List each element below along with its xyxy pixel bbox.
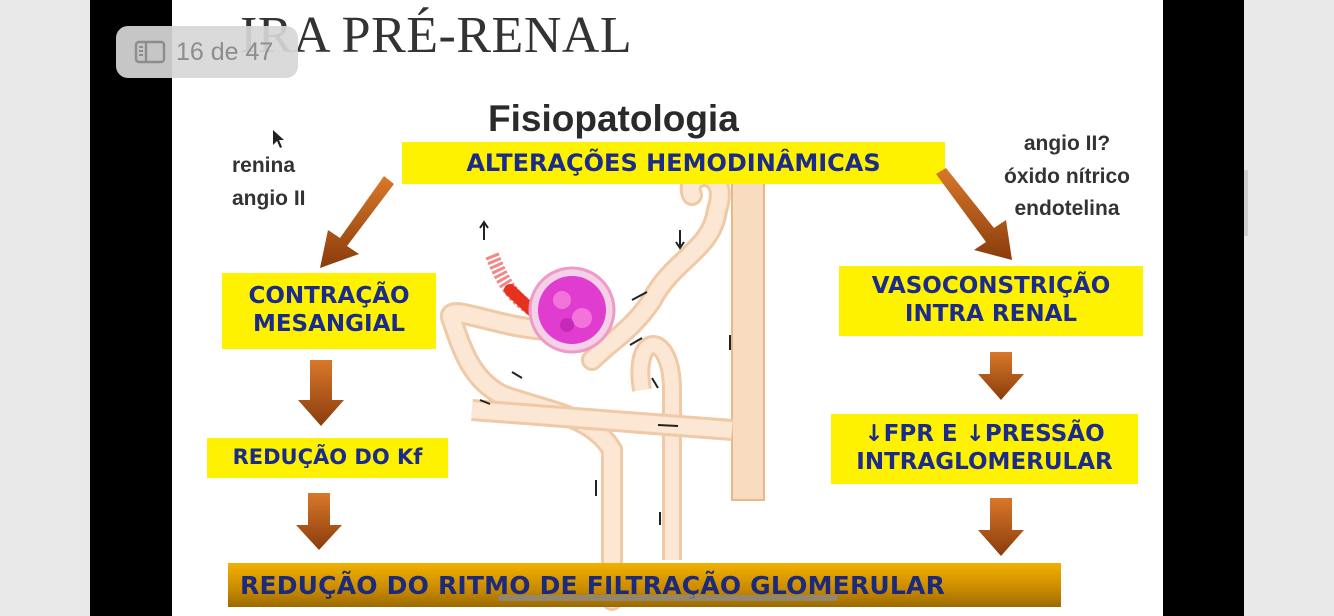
- slide-page: IRA PRÉ-RENAL: [172, 0, 1163, 616]
- slide-title: IRA PRÉ-RENAL: [240, 7, 633, 64]
- arrow-down-right-1: [978, 352, 1024, 400]
- arrow-down-right-2: [978, 498, 1024, 556]
- intrarenal-vasoconstriction-box: VASOCONSTRIÇÃO INTRA RENAL: [839, 266, 1143, 336]
- nephron-diagram: [439, 165, 765, 611]
- flow-arrows: [296, 168, 1024, 556]
- left-note-renin: renina angio II: [232, 154, 306, 210]
- kf-reduction-box: REDUÇÃO DO Kf: [207, 438, 448, 478]
- fpr-pressure-box: ↓FPR E ↓PRESSÃO INTRAGLOMERULAR: [831, 414, 1138, 484]
- right-note-mediators: angio II? óxido nítrico endotelina: [1004, 132, 1130, 221]
- mesangial-contraction-box: CONTRAÇÃO MESANGIAL: [222, 273, 436, 349]
- page-indicator-label: 16 de 47: [176, 37, 274, 66]
- arrow-to-mesangial: [320, 176, 394, 268]
- page-indicator[interactable]: 16 de 47: [116, 26, 298, 78]
- arrow-to-vasoconstriction: [936, 168, 1012, 260]
- slide-subtitle: Fisiopatologia: [488, 98, 739, 139]
- sidebar-toggle-icon[interactable]: [134, 39, 166, 65]
- arrow-down-left-2: [296, 493, 342, 550]
- slide-scrub-bar[interactable]: [498, 595, 838, 601]
- arrow-down-left-1: [298, 360, 344, 426]
- viewer-edge-strip: [1244, 170, 1248, 236]
- hemodynamic-changes-box: ALTERAÇÕES HEMODINÂMICAS: [402, 142, 945, 184]
